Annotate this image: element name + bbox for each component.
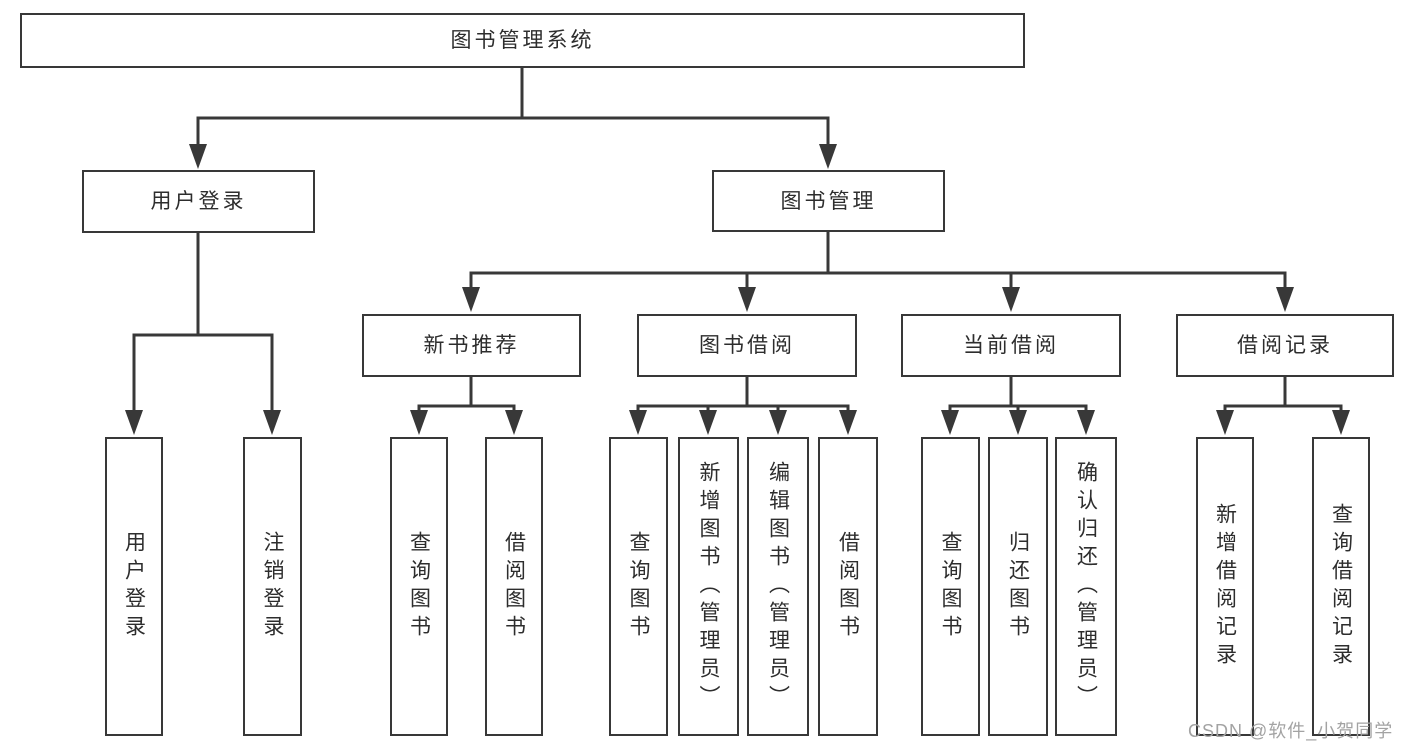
csdn-watermark: CSDN @软件_小贺同学 bbox=[1188, 721, 1394, 741]
node-logout-leaf: 注销登录 bbox=[243, 437, 302, 736]
node-borrow-records: 借阅记录 bbox=[1176, 314, 1394, 377]
node-cb-confirm-return-admin: 确认归还（管理员） bbox=[1055, 437, 1117, 736]
node-book-management: 图书管理 bbox=[712, 170, 945, 232]
node-br-add-record: 新增借阅记录 bbox=[1196, 437, 1254, 736]
node-user-login: 用户登录 bbox=[82, 170, 315, 233]
node-nbr-query-books: 查询图书 bbox=[390, 437, 448, 736]
node-user-login-leaf: 用户登录 bbox=[105, 437, 163, 736]
node-cb-query-books: 查询图书 bbox=[921, 437, 980, 736]
node-library-management-system: 图书管理系统 bbox=[20, 13, 1025, 68]
node-br-query-record: 查询借阅记录 bbox=[1312, 437, 1370, 736]
node-nbr-borrow-books: 借阅图书 bbox=[485, 437, 543, 736]
node-bb-add-books-admin: 新增图书（管理员） bbox=[678, 437, 739, 736]
arrowheads bbox=[125, 144, 1350, 435]
node-bb-borrow-books: 借阅图书 bbox=[818, 437, 878, 736]
node-bb-query-books: 查询图书 bbox=[609, 437, 668, 736]
node-current-borrow: 当前借阅 bbox=[901, 314, 1121, 377]
node-cb-return-books: 归还图书 bbox=[988, 437, 1048, 736]
node-book-borrow: 图书借阅 bbox=[637, 314, 857, 377]
connector-stems bbox=[132, 68, 1343, 412]
node-new-book-recommend: 新书推荐 bbox=[362, 314, 581, 377]
node-bb-edit-books-admin: 编辑图书（管理员） bbox=[747, 437, 809, 736]
